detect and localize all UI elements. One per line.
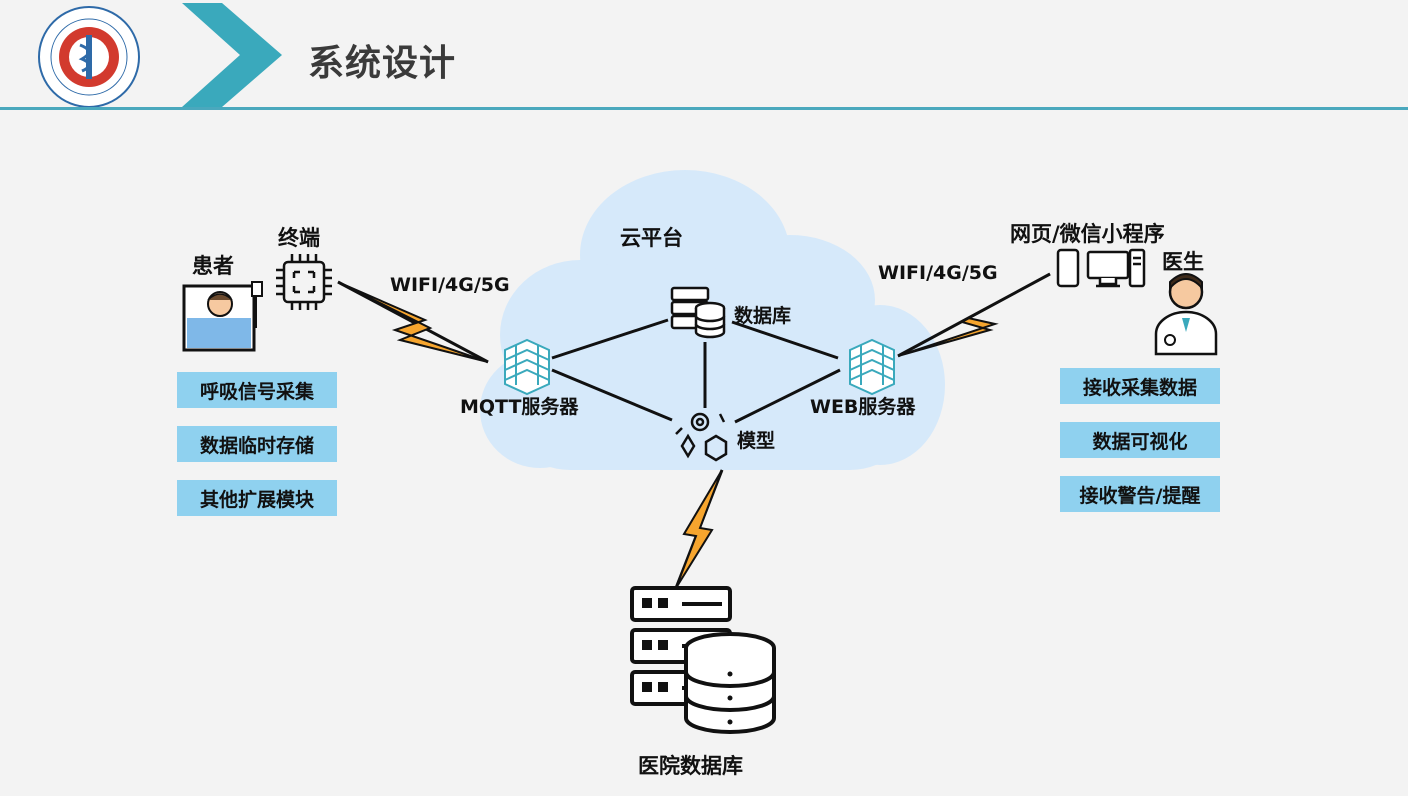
patient-in-bed-icon: [182, 281, 263, 352]
lightning-right-icon: [897, 272, 1051, 358]
hospital-db-label: 医院数据库: [638, 754, 743, 778]
lightning-down-icon: [674, 469, 724, 589]
link-left-label: WIFI/4G/5G: [390, 274, 510, 296]
page-title: 系统设计: [308, 43, 457, 84]
firewall-left-icon: [504, 338, 550, 396]
patient-label: 患者: [192, 254, 234, 278]
model-gears-icon: [675, 412, 728, 462]
chip-icon: [276, 254, 332, 310]
patient-function-box: 其他扩展模块: [177, 480, 337, 516]
doctor-function-box: 接收警告/提醒: [1060, 476, 1220, 512]
firewall-right-icon: [849, 338, 895, 396]
cloud-connections: [551, 318, 841, 424]
system-diagram: [182, 170, 1218, 734]
lightning-left-icon: [337, 280, 489, 364]
link-right-label: WIFI/4G/5G: [878, 262, 998, 284]
web-server-label: WEB服务器: [810, 396, 916, 418]
hospital-server-icon: [630, 586, 776, 734]
model-label: 模型: [737, 430, 776, 452]
doctor-function-box: 数据可视化: [1060, 422, 1220, 458]
terminal-label: 终端: [278, 226, 320, 250]
doctor-label: 医生: [1162, 250, 1204, 274]
header-bar: 系统设计: [0, 0, 1408, 110]
cloud-platform-label: 云平台: [620, 226, 683, 250]
doctor-icon: [1154, 273, 1218, 356]
patient-function-box: 呼吸信号采集: [177, 372, 337, 408]
chevron-decoration: [182, 3, 282, 107]
institute-logo: [38, 6, 140, 108]
database-label: 数据库: [734, 305, 792, 327]
mqtt-server-label: MQTT服务器: [460, 396, 579, 418]
web-app-label: 网页/微信小程序: [1010, 222, 1165, 246]
doctor-function-box: 接收采集数据: [1060, 368, 1220, 404]
header-divider: [0, 107, 1408, 110]
devices-icon: [1056, 248, 1146, 288]
patient-function-box: 数据临时存储: [177, 426, 337, 462]
database-icon: [670, 286, 726, 339]
